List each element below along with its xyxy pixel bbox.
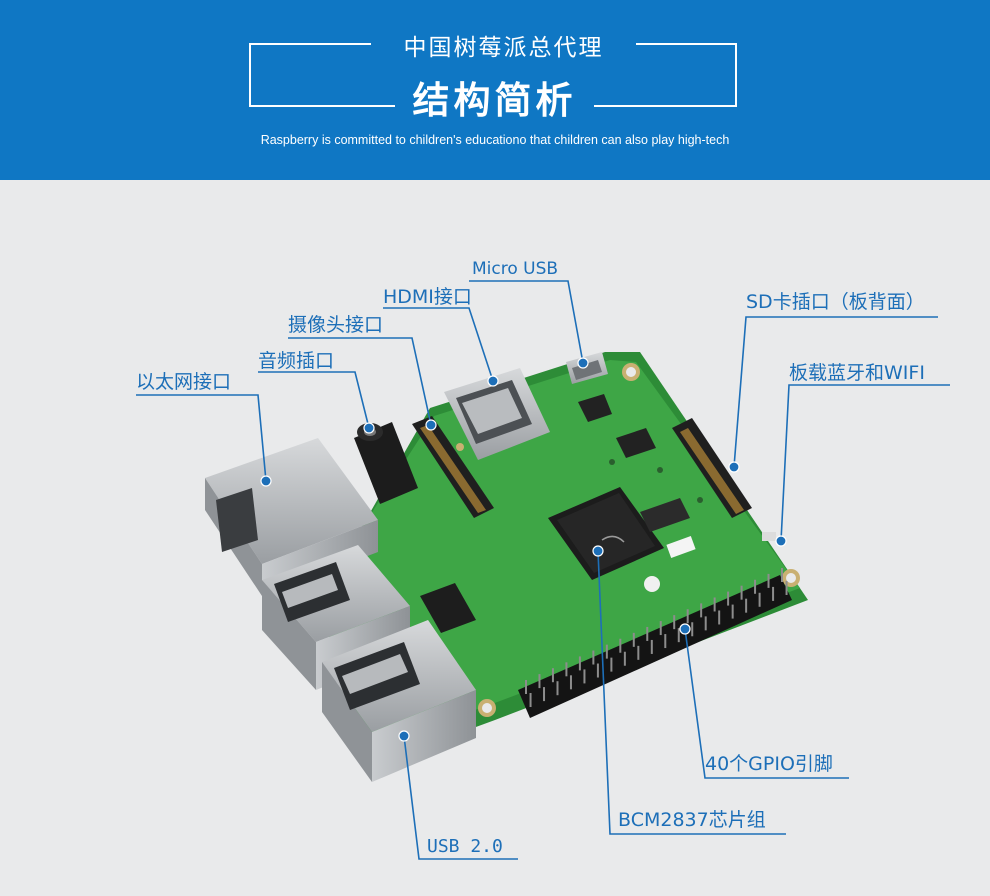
header-tagline: Raspberry is committed to children's edu…: [260, 133, 730, 147]
label-audio: 音频插口: [258, 350, 335, 372]
hdmi-port: [444, 368, 550, 460]
label-wifi-bluetooth: 板载蓝牙和WIFI: [789, 362, 925, 384]
title-frame-left: [249, 43, 371, 107]
camera-connector: [412, 416, 494, 518]
label-chipset: BCM2837芯片组: [618, 809, 766, 831]
label-ethernet: 以太网接口: [136, 371, 232, 393]
title-frame-top-right: [636, 43, 737, 45]
title-frame-bottom-right: [594, 105, 737, 107]
header-title: 结构简析: [412, 79, 577, 122]
label-camera: 摄像头接口: [288, 314, 384, 336]
board-components: [420, 394, 776, 633]
micro-usb-port: [566, 352, 608, 384]
gpio-header: [518, 568, 792, 718]
header-banner: [0, 0, 990, 180]
title-frame-bottom-left: [249, 105, 395, 107]
callout-leader-lines: [136, 280, 950, 860]
label-sd-card: SD卡插口（板背面）: [746, 291, 925, 313]
label-hdmi: HDMI接口: [383, 286, 472, 308]
header-subtitle: 中国树莓派总代理: [403, 35, 604, 61]
label-micro-usb: Micro USB: [472, 259, 559, 279]
label-usb: USB 2.0: [427, 836, 503, 857]
board-illustration: [136, 280, 950, 860]
display-connector: [672, 418, 752, 518]
callout-dots: [260, 357, 787, 742]
title-frame-right: [735, 43, 737, 107]
usb-ports-front: [322, 620, 476, 782]
label-gpio: 40个GPIO引脚: [705, 753, 833, 775]
bcm2837-chip: [548, 487, 664, 580]
